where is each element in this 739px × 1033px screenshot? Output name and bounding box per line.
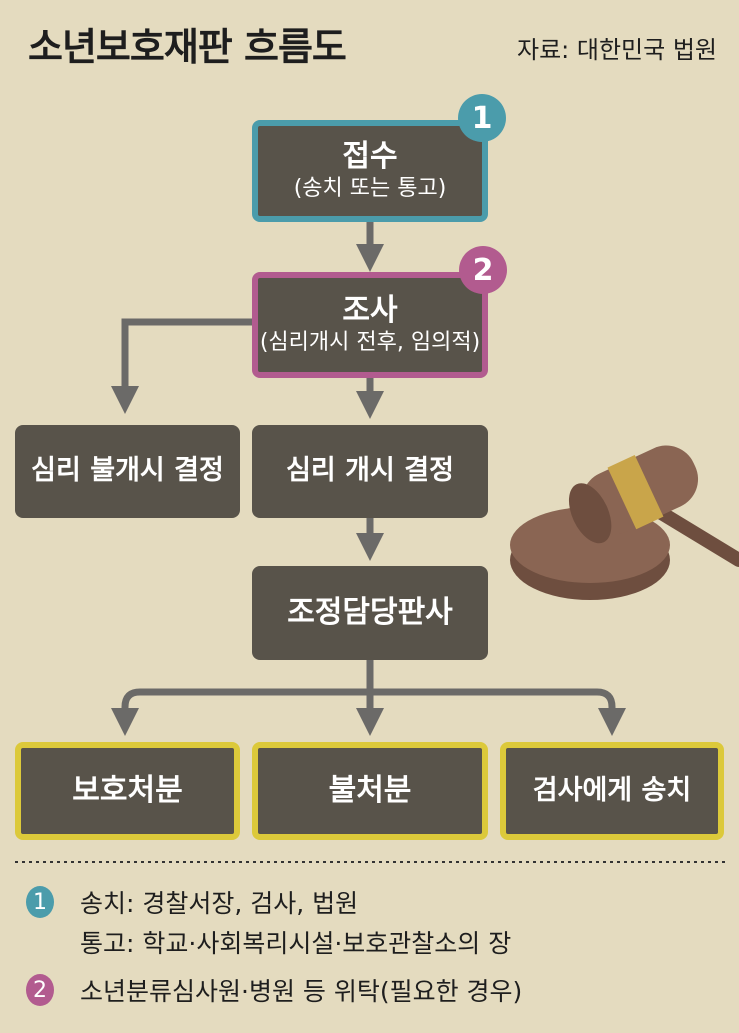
gavel-icon — [510, 445, 739, 600]
node-investigation-subtitle: (심리개시 전후, 임의적) — [259, 329, 481, 355]
arrow-to-prosecutor — [370, 688, 626, 736]
badge-2: 2 — [459, 246, 507, 294]
legend-line: 송치: 경찰서장, 검사, 법원 — [80, 889, 359, 918]
node-mediation-judge: 조정담당판사 — [252, 566, 488, 660]
node-protective-disposition-title: 보호처분 — [72, 773, 183, 808]
node-no-hearing-title: 심리 불개시 결정 — [31, 455, 224, 487]
node-intake-subtitle: (송치 또는 통고) — [293, 175, 447, 201]
node-no-hearing: 심리 불개시 결정 — [15, 425, 240, 518]
node-hearing-title: 심리 개시 결정 — [286, 455, 454, 487]
legend-line: 소년분류심사원·병원 등 위탁(필요한 경우) — [80, 977, 523, 1006]
node-investigation-title: 조사 — [342, 292, 398, 328]
node-no-disposition: 불처분 — [252, 742, 488, 840]
node-intake: 접수 (송치 또는 통고) — [252, 120, 488, 222]
node-refer-prosecutor: 검사에게 송치 — [500, 742, 724, 840]
page-title: 소년보호재판 흐름도 — [28, 25, 347, 69]
legend-line: 통고: 학교·사회복리시설·보호관찰소의 장 — [80, 929, 512, 958]
node-mediation-judge-title: 조정담당판사 — [287, 595, 453, 630]
arrow-investigation-to-no-hearing — [111, 318, 252, 414]
source-credit: 자료: 대한민국 법원 — [517, 36, 717, 64]
node-intake-title: 접수 — [342, 138, 398, 174]
badge-1: 1 — [458, 94, 506, 142]
node-protective-disposition: 보호처분 — [15, 742, 240, 840]
node-no-disposition-title: 불처분 — [328, 773, 412, 808]
node-investigation: 조사 (심리개시 전후, 임의적) — [252, 272, 488, 378]
node-refer-prosecutor-title: 검사에게 송치 — [532, 774, 692, 806]
arrow-to-protective — [111, 688, 370, 736]
legend-badge-2: 2 — [26, 974, 54, 1006]
node-hearing: 심리 개시 결정 — [252, 425, 488, 518]
legend-badge-1: 1 — [26, 886, 54, 918]
